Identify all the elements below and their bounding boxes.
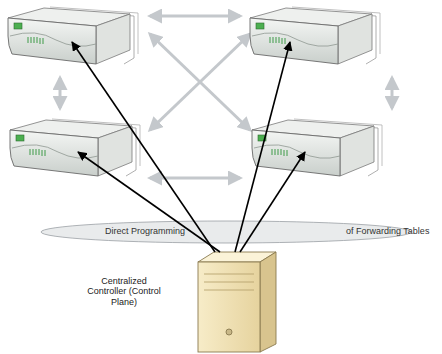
programming-band: Direct Programmingof Forwarding Tables [40, 220, 412, 244]
band-text: of Forwarding Tables [346, 227, 429, 237]
band-text: Direct Programming [105, 227, 185, 237]
controller-label: Centralized Controller (Control Plane) [86, 276, 162, 307]
